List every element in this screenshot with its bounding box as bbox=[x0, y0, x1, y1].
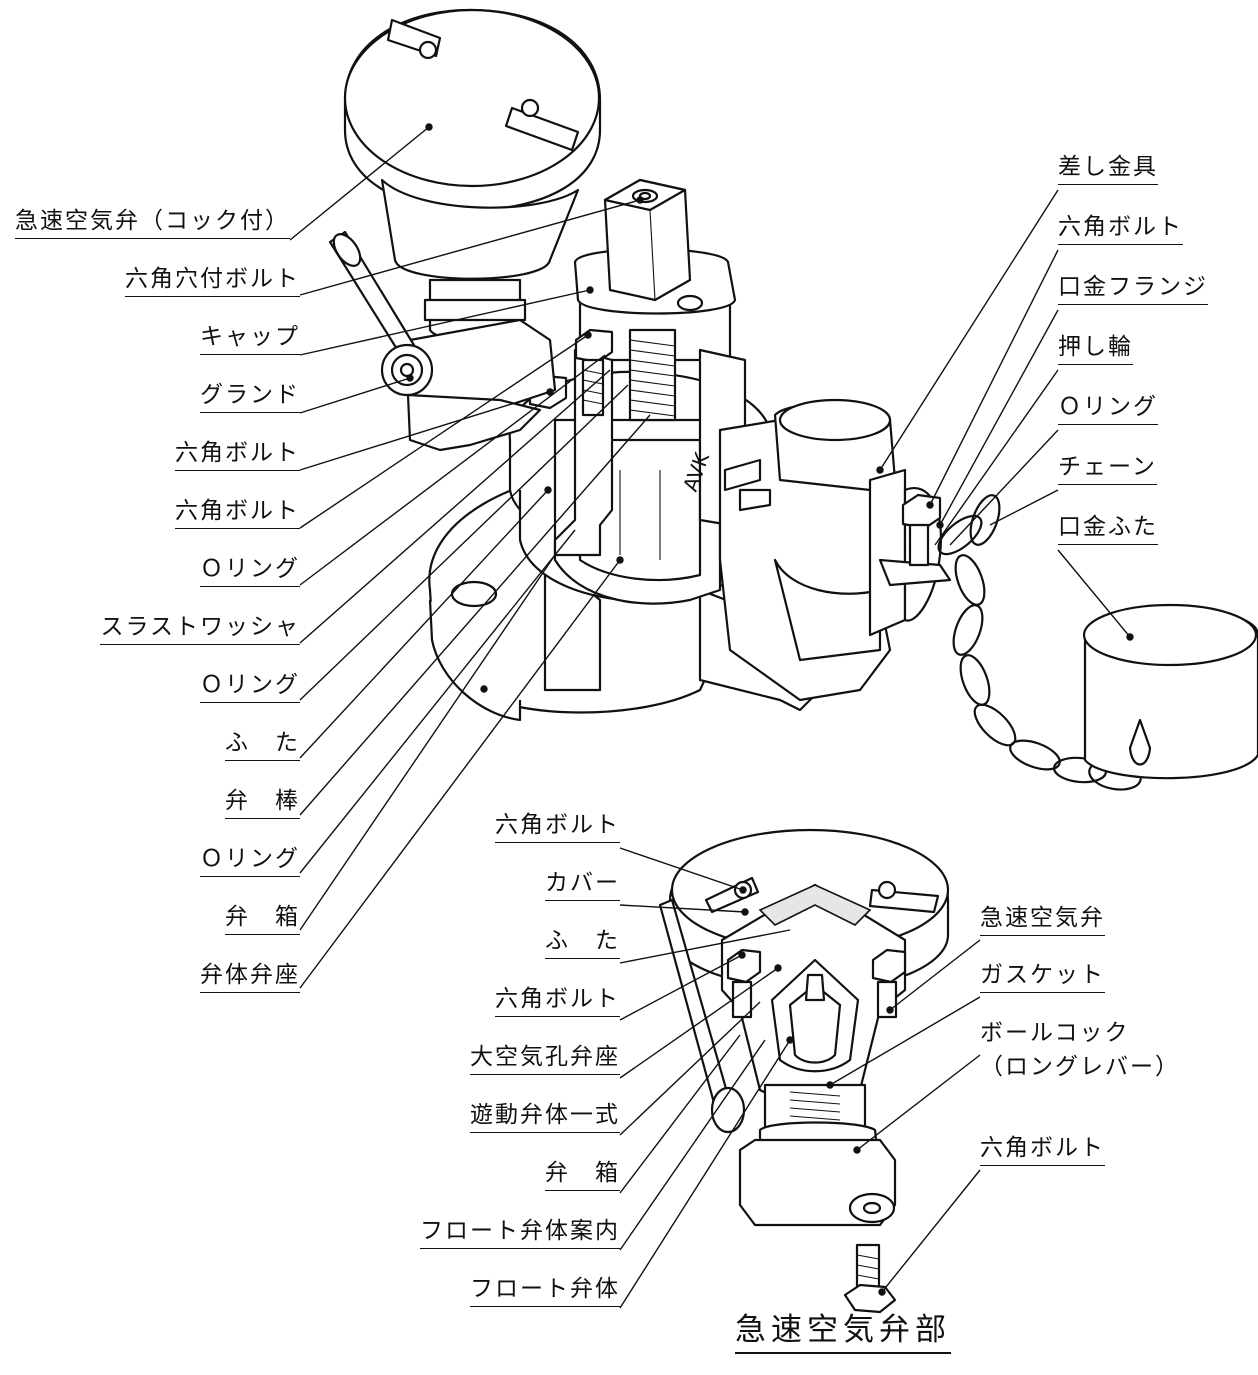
label-detail-hex-bolt-right: 六角ボルト bbox=[980, 1135, 1105, 1166]
label-gasket: ガスケット bbox=[980, 962, 1105, 993]
label-insert-fitting: 差し金具 bbox=[1058, 154, 1158, 185]
label-cap: キャップ bbox=[200, 324, 300, 355]
label-thrust-washer: スラストワッシャ bbox=[100, 614, 300, 645]
top-air-valve bbox=[328, 8, 602, 452]
label-quick-air-valve-with-cock: 急速空気弁（コック付） bbox=[15, 208, 290, 239]
label-chain: チェーン bbox=[1058, 454, 1157, 485]
label-ball-cock: ボールコック bbox=[980, 1020, 1130, 1046]
label-hex-bolt-right: 六角ボルト bbox=[1058, 214, 1183, 245]
label-detail-cover: カバー bbox=[545, 870, 620, 901]
label-mouth-flange: 口金フランジ bbox=[1058, 274, 1208, 305]
label-large-orifice-seat: 大空気孔弁座 bbox=[470, 1044, 620, 1075]
label-push-ring: 押し輪 bbox=[1058, 334, 1133, 365]
label-float-guide: フロート弁体案内 bbox=[420, 1218, 620, 1249]
label-hex-bolt-2: 六角ボルト bbox=[175, 498, 300, 529]
label-detail-hex-bolt-2: 六角ボルト bbox=[495, 986, 620, 1017]
leader-lines bbox=[289, 123, 1134, 1309]
label-o-ring-right: Ｏリング bbox=[1058, 394, 1158, 425]
label-float-disc: フロート弁体 bbox=[470, 1276, 620, 1307]
label-stem: 弁 棒 bbox=[225, 788, 300, 819]
label-mouth-cap: 口金ふた bbox=[1058, 514, 1158, 545]
label-quick-air-valve: 急速空気弁 bbox=[980, 905, 1105, 936]
label-o-ring-1: Ｏリング bbox=[200, 556, 300, 587]
label-long-lever: （ロングレバー） bbox=[980, 1054, 1180, 1080]
detail-air-valve bbox=[658, 828, 950, 1314]
label-cover: ふ た bbox=[225, 730, 300, 761]
main-valve-assembly: AVK bbox=[328, 8, 1258, 791]
label-detail-lid: ふ た bbox=[545, 928, 620, 959]
label-disc-seat: 弁体弁座 bbox=[200, 962, 300, 993]
label-o-ring-2: Ｏリング bbox=[200, 672, 300, 703]
label-detail-hex-bolt-1: 六角ボルト bbox=[495, 812, 620, 843]
detail-caption: 急速空気弁部 bbox=[735, 1312, 951, 1354]
label-floating-disc-assembly: 遊動弁体一式 bbox=[470, 1102, 620, 1133]
label-detail-valve-box: 弁 箱 bbox=[545, 1160, 620, 1191]
label-hex-socket-bolt: 六角穴付ボルト bbox=[125, 266, 300, 297]
label-valve-box: 弁 箱 bbox=[225, 904, 300, 935]
label-o-ring-3: Ｏリング bbox=[200, 846, 300, 877]
label-gland: グランド bbox=[200, 382, 300, 413]
label-hex-bolt-1: 六角ボルト bbox=[175, 440, 300, 471]
